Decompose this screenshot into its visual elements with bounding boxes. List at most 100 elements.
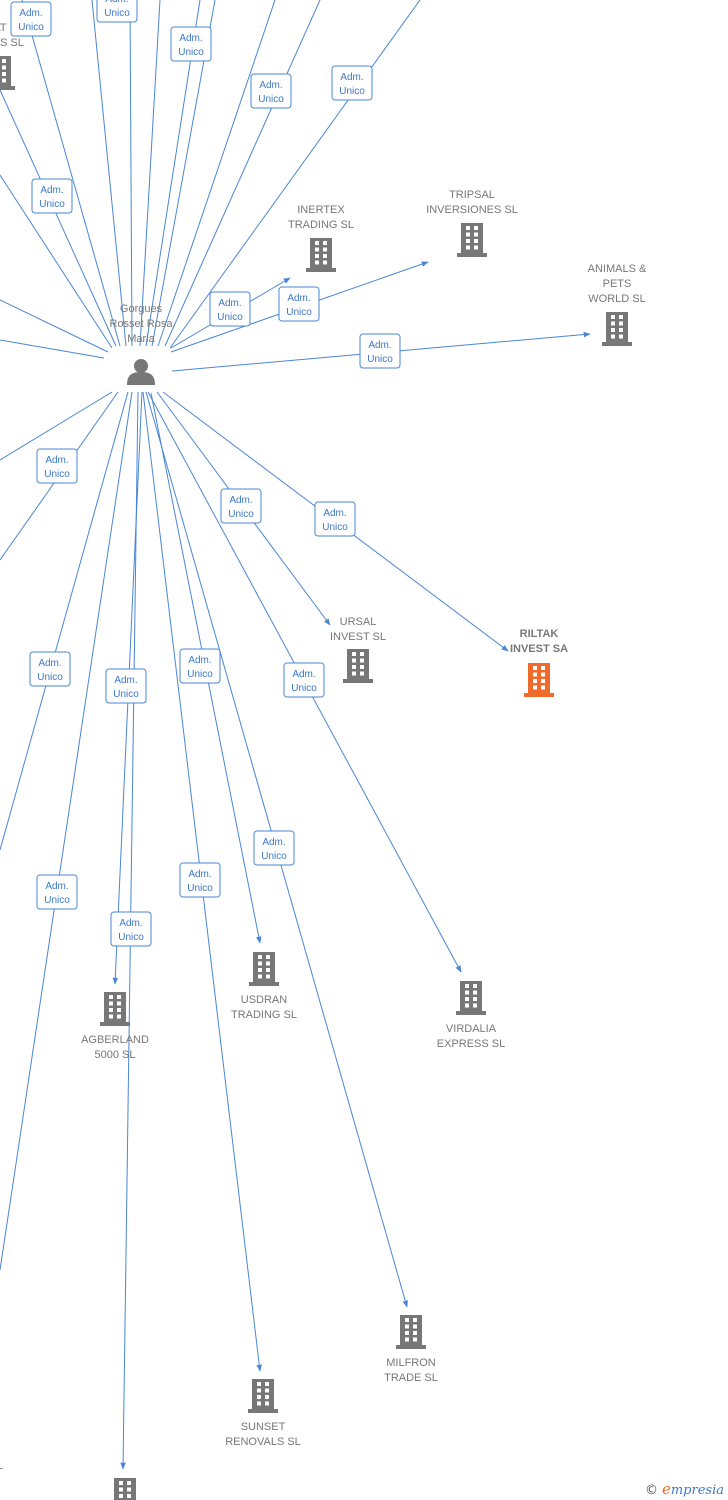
role-badge[interactable]: Adm.Unico [220, 488, 262, 524]
role-badge-box [10, 1, 52, 37]
edge-line [0, 299, 109, 353]
role-badge[interactable]: Adm.Unico [179, 862, 221, 898]
edge-line [157, 0, 276, 347]
building-icon [343, 649, 373, 683]
company-node-tripsal[interactable]: TRIPSAL INVERSIONES SL [426, 189, 518, 257]
role-badge-text: Unico [261, 851, 287, 862]
role-badge[interactable]: Adm.Unico [250, 73, 292, 109]
company-label: EXPRESS SL [437, 1038, 505, 1050]
company-label: INERTEX [297, 204, 345, 216]
company-node-cut_top_left[interactable]: ATONES SL [0, 22, 24, 90]
role-badge-text: Unico [118, 932, 144, 943]
role-badge-text: Unico [217, 312, 243, 323]
building-icon [456, 981, 486, 1015]
role-badge[interactable]: Adm.Unico [170, 26, 212, 62]
role-badge[interactable]: Adm. Unico [36, 448, 78, 484]
role-badge[interactable]: Adm.Unico [179, 648, 221, 684]
company-node-virdalia[interactable]: VIRDALIA EXPRESS SL [437, 981, 505, 1050]
role-badge-text: Unico [187, 669, 213, 680]
role-badge[interactable]: Adm.Unico [31, 178, 73, 214]
role-badge-text: Adm. [368, 340, 391, 351]
role-badge[interactable]: Adm.Unico [10, 1, 52, 37]
role-badge[interactable]: Adm. Unico [359, 333, 401, 369]
role-badge-text: Unico [44, 469, 70, 480]
role-badge-text: Unico [291, 683, 317, 694]
building-icon [100, 992, 130, 1026]
edge-line [0, 174, 113, 349]
company-label: ANIMALS & [588, 263, 647, 275]
role-badge-text: Adm. [38, 658, 61, 669]
role-badge-text: Adm. [105, 0, 128, 5]
role-badge-box [283, 662, 325, 698]
company-label: VIRDALIA [446, 1023, 497, 1035]
company-label: URSAL [340, 616, 377, 628]
role-badge-box [179, 862, 221, 898]
brand-name: mpresia [670, 1483, 724, 1498]
company-label: MILFRON [386, 1357, 436, 1369]
role-badge[interactable]: Adm.Unico [209, 291, 251, 327]
company-node-agberland[interactable]: AGBERLAND 5000 SL [81, 992, 149, 1061]
role-badge-text: Unico [44, 895, 70, 906]
role-badge-text: Unico [367, 354, 393, 365]
role-badge[interactable]: Adm. Unico [283, 662, 325, 698]
company-label: RILTAK [520, 628, 559, 640]
role-badge-text: Adm. [40, 185, 63, 196]
role-badge-box [36, 448, 78, 484]
role-badge[interactable]: Adm.Unico [96, 0, 138, 23]
role-badge[interactable]: Adm.Unico [105, 668, 147, 704]
role-badge-box [105, 668, 147, 704]
company-node-cut_bottom_left[interactable]: L [0, 1460, 15, 1500]
company-label: AGBERLAND [81, 1034, 149, 1046]
role-badge-text: Adm. [45, 881, 68, 892]
company-label: INVERSIONES SL [426, 204, 518, 216]
role-badge-text: Adm. [259, 80, 282, 91]
role-badge-text: Adm. [19, 8, 42, 19]
role-badge-box [29, 651, 71, 687]
edge-line [91, 0, 127, 347]
role-badge[interactable]: Adm. Unico [36, 874, 78, 910]
role-badge-text: Adm. [292, 669, 315, 680]
building-icon [396, 1315, 426, 1349]
role-badge[interactable]: Adm. Unico [253, 830, 295, 866]
role-badge[interactable]: Adm.Unico [314, 501, 356, 537]
company-label: TRIPSAL [449, 189, 495, 201]
role-badge-text: Adm. [262, 837, 285, 848]
role-badge-text: Adm. [114, 675, 137, 686]
company-node-cut_bottom[interactable] [110, 1478, 140, 1500]
role-badge[interactable]: Adm.Unico [331, 65, 373, 101]
role-badge-box [250, 73, 292, 109]
role-badge-text: Unico [37, 672, 63, 683]
role-badge-text: Unico [178, 47, 204, 58]
role-badge-text: Unico [187, 883, 213, 894]
person-label: Maria [127, 333, 155, 345]
empresia-watermark[interactable]: ©empresia [645, 1480, 724, 1498]
person-icon [127, 359, 155, 385]
company-label: RENOVALS SL [225, 1436, 301, 1448]
role-badge-text: Adm. [340, 72, 363, 83]
role-badge-box [110, 911, 152, 947]
brand-initial: e [661, 1480, 671, 1498]
edge-line [164, 0, 321, 347]
person-label: Gorgues [120, 303, 163, 315]
role-badge-text: Unico [228, 509, 254, 520]
role-badge-text: Adm. [45, 455, 68, 466]
company-label: AT [0, 22, 7, 34]
edge-line [129, 0, 133, 347]
role-badge-text: Adm. [287, 293, 310, 304]
role-badge[interactable]: Adm.Unico [278, 286, 320, 322]
role-badge[interactable]: Adm. Unico [29, 651, 71, 687]
role-badge-box [253, 830, 295, 866]
role-badge[interactable]: Adm. Unico [110, 911, 152, 947]
company-label: 5000 SL [95, 1049, 136, 1061]
role-badge-text: Adm. [119, 918, 142, 929]
